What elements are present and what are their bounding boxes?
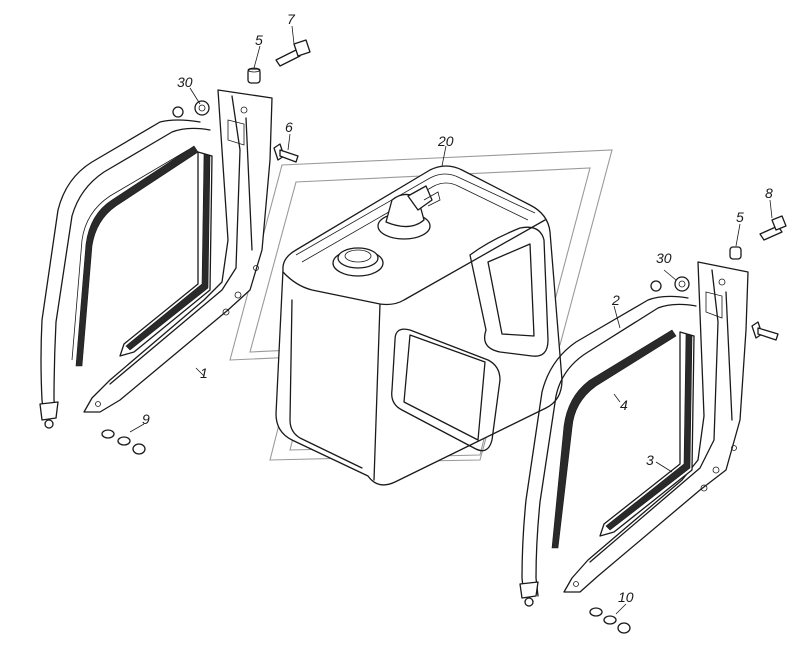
right-tank-strap bbox=[519, 295, 697, 607]
washer-nut-set-9 bbox=[101, 429, 146, 455]
bolt-right-side bbox=[751, 321, 779, 341]
callout-3: 3 bbox=[646, 452, 654, 468]
callout-20: 20 bbox=[437, 133, 454, 149]
callout-6: 6 bbox=[285, 119, 293, 135]
bolt-8 bbox=[759, 215, 787, 241]
callout-30-left: 30 bbox=[177, 74, 193, 90]
callout-4: 4 bbox=[620, 397, 628, 413]
bolt-6 bbox=[273, 143, 299, 163]
fuel-tank bbox=[275, 165, 563, 486]
spacer-5-right bbox=[729, 246, 742, 260]
spacer-5-left bbox=[247, 67, 261, 84]
bolt-7 bbox=[275, 39, 311, 67]
callout-8: 8 bbox=[765, 185, 773, 201]
leader-lines bbox=[129, 25, 773, 615]
callout-5-left: 5 bbox=[255, 32, 263, 48]
callout-9: 9 bbox=[142, 411, 150, 427]
callout-7: 7 bbox=[287, 11, 296, 27]
callout-1: 1 bbox=[200, 365, 208, 381]
callout-30-right: 30 bbox=[656, 250, 672, 266]
right-tank-bracket bbox=[563, 261, 749, 593]
callout-10: 10 bbox=[618, 589, 634, 605]
left-tank-strap bbox=[39, 119, 213, 429]
washer-nut-set-10 bbox=[589, 607, 631, 634]
left-tank-bracket bbox=[83, 89, 273, 413]
nut-30-right bbox=[650, 276, 690, 292]
callout-2: 2 bbox=[611, 292, 620, 308]
nut-30-left bbox=[172, 100, 210, 118]
callout-labels: 1 2 3 4 5 5 6 7 8 9 10 20 30 30 bbox=[142, 11, 773, 605]
callout-5-right: 5 bbox=[736, 209, 744, 225]
fasteners bbox=[101, 39, 787, 634]
